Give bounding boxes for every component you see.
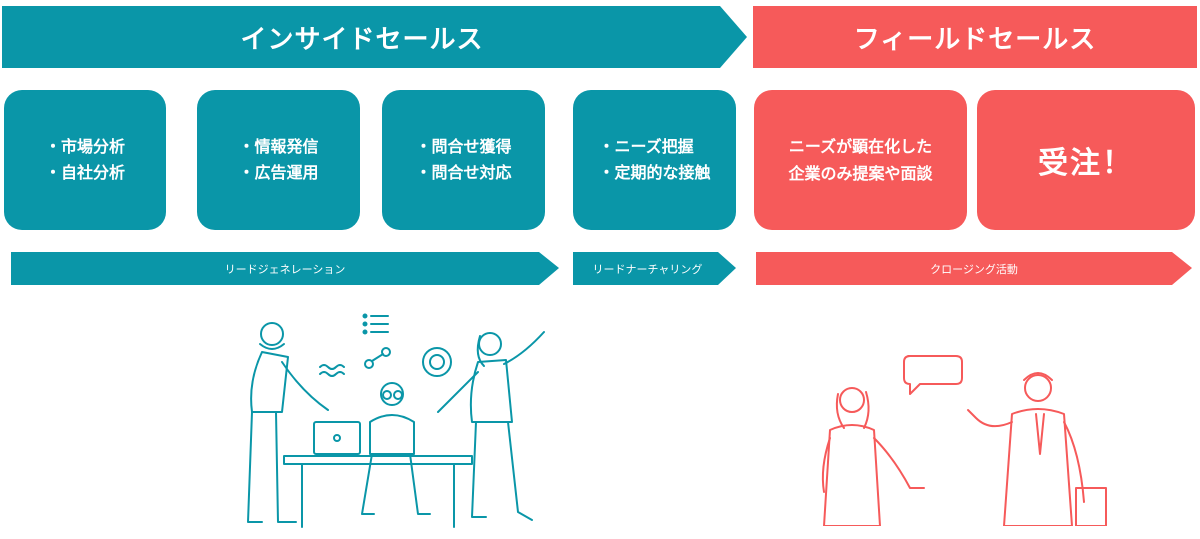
inside-sales-banner: インサイドセールス — [2, 6, 747, 68]
phase-label: クロージング活動 — [930, 262, 1018, 276]
laptop-icon — [313, 421, 361, 455]
order-box: 受注！ — [977, 90, 1195, 230]
activity-box-inquiry: 問合せ獲得 問合せ対応 — [382, 90, 545, 230]
inside-sales-title: インサイドセールス — [240, 24, 484, 55]
phase-arrow-closing: クロージング活動 — [756, 252, 1192, 285]
proposal-box: ニーズが顕在化した 企業のみ提案や面談 — [754, 90, 967, 230]
activity-item: ニーズ把握 — [598, 134, 710, 160]
list-icon — [362, 313, 389, 335]
standing-man-figure — [247, 322, 329, 523]
business-conversation-illustration — [821, 355, 1107, 526]
activity-item: 自社分析 — [45, 160, 125, 186]
field-sales-title: フィールドセールス — [853, 24, 1097, 55]
seated-person-figure — [361, 382, 431, 515]
phase-label: リードナーチャリング — [592, 262, 703, 276]
activity-box-promotion: 情報発信 広告運用 — [197, 90, 360, 230]
activity-item: 市場分析 — [45, 134, 125, 160]
activity-box-nurturing: ニーズ把握 定期的な接触 — [573, 90, 736, 230]
proposal-line: 企業のみ提案や面談 — [788, 164, 933, 183]
activity-item: 問合せ対応 — [415, 160, 512, 186]
field-sales-banner: フィールドセールス — [753, 6, 1197, 68]
phase-arrow-lead-nurturing: リードナーチャリング — [573, 252, 736, 285]
phase-arrow-lead-generation: リードジェネレーション — [11, 252, 559, 285]
network-icon — [364, 347, 391, 369]
activity-item: 情報発信 — [238, 134, 319, 160]
table-shape — [283, 455, 473, 528]
order-text: 受注！ — [1038, 146, 1134, 181]
donut-chart-icon — [422, 347, 452, 377]
activity-item: 定期的な接触 — [598, 160, 711, 186]
speech-bubble-icon — [903, 355, 963, 395]
activity-item: 広告運用 — [238, 160, 319, 186]
phase-label: リードジェネレーション — [224, 262, 346, 276]
proposal-line: ニーズが顕在化した — [788, 137, 933, 156]
woman-waving-figure — [437, 331, 545, 521]
team-meeting-illustration — [247, 313, 545, 528]
businessman-figure — [967, 372, 1107, 526]
activity-item: 問合せ獲得 — [415, 134, 512, 160]
woman-figure — [821, 387, 925, 526]
wave-icon — [319, 364, 345, 377]
activity-box-analysis: 市場分析 自社分析 — [4, 90, 166, 230]
